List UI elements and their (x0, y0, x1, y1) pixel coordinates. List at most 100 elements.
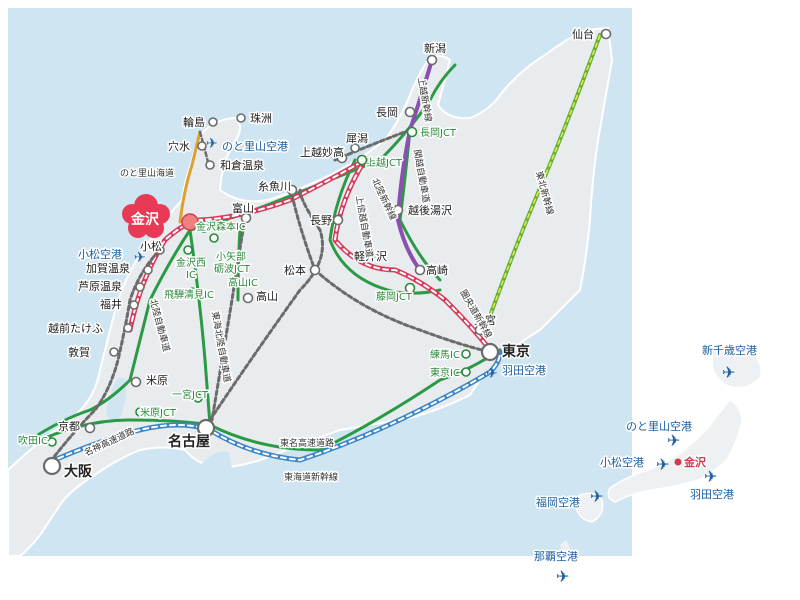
node-fukui[interactable] (129, 300, 139, 310)
inset-honshu (607, 399, 743, 503)
label-omiya: 大宮 (474, 313, 496, 327)
label-takayama: 高山 (256, 289, 278, 303)
label-anamizu: 穴水 (168, 139, 190, 153)
node-takasaki[interactable] (414, 264, 426, 276)
label-takasaki: 高崎 (426, 263, 448, 277)
label-joetsu-jct: 上越JCT (366, 156, 403, 169)
node-maibara-jct[interactable] (135, 407, 145, 417)
label-oyabe: 小矢部 (216, 250, 246, 263)
label-inset-komatsu: 小松空港 (600, 455, 644, 469)
node-fujioka-jct[interactable] (404, 282, 416, 294)
inset-kanazawa-dot (674, 458, 682, 466)
noto-airport-icon[interactable]: ✈ (206, 136, 218, 152)
ise-bay (200, 451, 232, 487)
node-wajima[interactable] (208, 117, 218, 127)
kanazawa-badge-label: 金沢 (130, 211, 160, 228)
node-nagoya[interactable] (196, 418, 216, 438)
node-takayama-ic[interactable] (231, 277, 241, 287)
node-echizen-takefu[interactable] (123, 323, 133, 333)
label-hida-kiyomi-ic: 飛騨清見IC (164, 288, 214, 301)
label-osaka: 大阪 (64, 463, 93, 480)
label-komatsu: 小松 (140, 239, 162, 253)
node-kanazawa-morimoto-ic[interactable] (199, 223, 209, 233)
node-takayama[interactable] (242, 292, 254, 304)
node-kanazawa-nishi-ic[interactable] (183, 245, 193, 255)
label-joetsu-myoko: 上越妙高 (300, 145, 344, 159)
node-kanazawa[interactable] (181, 213, 199, 231)
label-fujioka-jct: 藤岡JCT (376, 291, 413, 303)
node-echigo-yuzawa[interactable] (392, 204, 404, 216)
node-tokyo[interactable] (480, 342, 500, 362)
label-echizen-takefu: 越前たけふ (48, 321, 103, 335)
haneda-airport-icon[interactable]: ✈ (486, 366, 498, 382)
tokaido-shinkansen-dash (49, 351, 501, 463)
node-tokyo-ic[interactable] (461, 367, 471, 377)
label-kanazawa-morimoto-ic: 金沢森本IC (196, 220, 246, 233)
node-joetsu-myoko[interactable] (336, 152, 348, 164)
inset-komatsu-airport-icon[interactable]: ✈ (656, 455, 669, 474)
rail-hida (210, 216, 247, 422)
node-niigata[interactable] (426, 54, 438, 66)
label-inset-naha: 那覇空港 (534, 549, 578, 563)
label-matsumoto: 松本 (284, 263, 306, 277)
node-nagano[interactable] (332, 214, 344, 226)
node-komatsu[interactable] (155, 245, 165, 255)
inset-noto-airport-icon[interactable]: ✈ (667, 431, 680, 450)
rail-itoigawa (290, 193, 317, 272)
node-osaka[interactable] (42, 456, 62, 476)
label-inset-kanazawa: 金沢 (683, 455, 707, 469)
labels: 金沢 仙台 新潟 長岡 長岡JCT 輪島 珠洲 穴水 のと里山空港 和倉温泉 の… (17, 26, 759, 565)
label-nagoya: 名古屋 (168, 433, 210, 450)
rail-noto (178, 130, 202, 224)
node-itoigawa-east[interactable] (350, 143, 360, 153)
node-sendai[interactable] (600, 28, 612, 40)
label-inset-fukuoka: 福岡空港 (536, 495, 580, 509)
node-suzu[interactable] (236, 113, 246, 123)
label-tonami-jct: 砺波JCT (214, 262, 251, 275)
label-maibara-jct: 米原JCT (140, 406, 177, 419)
label-komatsu-airport: 小松空港 (78, 247, 122, 261)
label-tokyo-ic: 東京IC (430, 366, 460, 379)
node-anamizu[interactable] (197, 141, 207, 151)
node-maibara[interactable] (130, 376, 142, 388)
label-kanazawa-nishi-ic-2: IC (186, 270, 196, 281)
inset-haneda-airport-icon[interactable]: ✈ (704, 467, 717, 486)
node-nerima-ic[interactable] (461, 349, 471, 359)
node-karuizawa[interactable] (374, 249, 386, 261)
node-nagaoka[interactable] (404, 106, 416, 118)
inset-japan-map (560, 344, 762, 552)
label-inset-haneda: 羽田空港 (690, 487, 734, 501)
node-suita-ic[interactable] (47, 437, 57, 447)
node-joetsu-jct[interactable] (356, 154, 368, 166)
node-kyoto[interactable] (84, 422, 96, 434)
label-tomei-expressway: 東名高速道路 (280, 437, 334, 449)
label-tokyo: 東京 (502, 343, 530, 360)
node-tsuruga[interactable] (109, 347, 119, 357)
label-nerima-ic: 練馬IC (430, 348, 460, 361)
node-omiya[interactable] (474, 324, 486, 336)
node-kaga-onsen[interactable] (143, 265, 153, 275)
label-kaga-onsen: 加賀温泉 (86, 261, 130, 275)
komatsu-airport-icon[interactable]: ✈ (134, 250, 146, 266)
node-itoigawa[interactable] (286, 184, 298, 196)
new-chitose-airport-icon[interactable]: ✈ (722, 363, 735, 382)
node-wakura[interactable] (205, 160, 215, 170)
node-ichinomiya-jct[interactable] (193, 393, 203, 403)
node-nagaoka-jct[interactable] (406, 126, 418, 138)
fukuoka-airport-icon[interactable]: ✈ (590, 487, 603, 506)
inset-okinawa (560, 540, 570, 552)
joetsu-shinkansen (396, 128, 422, 272)
label-nagano: 長野 (310, 214, 332, 227)
node-hida-kiyomi-ic[interactable] (187, 287, 197, 297)
node-awara-onsen[interactable] (135, 282, 145, 292)
kanazawa-badge[interactable] (122, 194, 170, 238)
label-maibara: 米原 (146, 374, 168, 387)
label-noto-road: のと里山海道 (120, 167, 174, 179)
node-matsumoto[interactable] (309, 264, 321, 276)
node-toyama[interactable] (240, 212, 252, 224)
node-oyabe-jct[interactable] (209, 233, 219, 243)
naha-airport-icon[interactable]: ✈ (556, 567, 569, 586)
label-echigo-yuzawa: 越後湯沢 (408, 203, 452, 217)
expressway-tokai-hokuriku (188, 228, 212, 427)
